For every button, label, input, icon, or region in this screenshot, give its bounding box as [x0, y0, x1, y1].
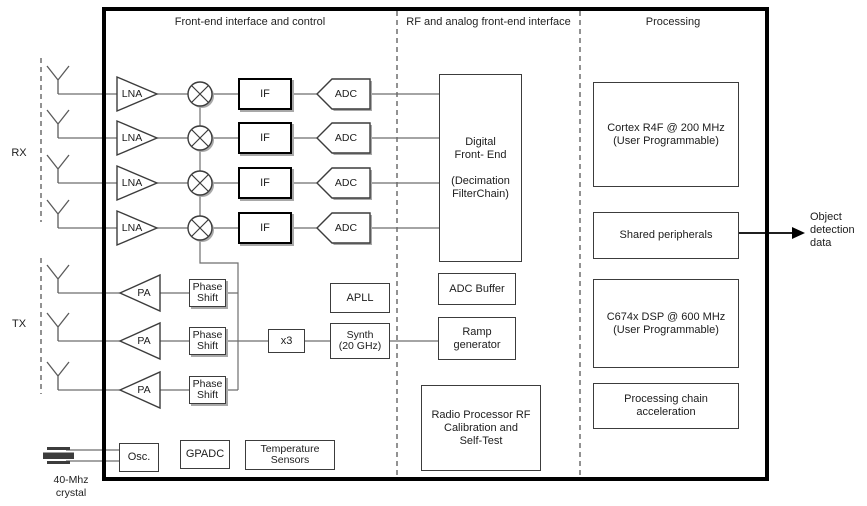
pa-label-2: PA [137, 335, 151, 347]
adc-label-3: ADC [334, 177, 358, 189]
c674x-dsp-block: C674x DSP @ 600 MHz (User Programmable) [593, 279, 739, 368]
tx-antenna-icons [46, 264, 70, 390]
phase-shift-block-2: Phase Shift [189, 327, 226, 355]
lna-label-1: LNA [121, 88, 143, 100]
rx-label: RX [11, 147, 27, 159]
radio-processor-block: Radio Processor RF Calibration and Self-… [421, 385, 541, 471]
rx-row-wires [58, 93, 439, 229]
adc-label-2: ADC [334, 132, 358, 144]
section-header-processing: Processing [645, 16, 701, 28]
pa-label-1: PA [137, 287, 151, 299]
if-block-1: IF [238, 78, 292, 110]
digital-front-end-block: Digital Front- End (Decimation FilterCha… [439, 74, 522, 262]
crystal-label: 40-Mhz crystal [53, 474, 89, 499]
adc-label-1: ADC [334, 88, 358, 100]
lna-label-3: LNA [121, 177, 143, 189]
if-block-4: IF [238, 212, 292, 244]
pa-amp-icons [118, 273, 161, 410]
crystal-icon [43, 447, 119, 464]
adc-buffer-block: ADC Buffer [438, 273, 516, 305]
ramp-generator-block: Ramp generator [438, 317, 516, 360]
tx-row-wires [58, 292, 189, 391]
if-block-2: IF [238, 122, 292, 154]
shared-peripherals-block: Shared peripherals [593, 212, 739, 259]
osc-block: Osc. [119, 443, 159, 472]
phase-shift-output-wires [226, 292, 268, 391]
section-header-front-end: Front-end interface and control [174, 16, 326, 28]
x3-multiplier-block: x3 [268, 329, 305, 353]
object-detection-data-label: Object detection data [810, 211, 855, 249]
lna-label-2: LNA [121, 132, 143, 144]
tx-label: TX [11, 318, 27, 330]
rx-antenna-icons [46, 65, 70, 228]
phase-shift-block-3: Phase Shift [189, 376, 226, 404]
lna-amp-icons [116, 75, 159, 247]
mixer-icons [187, 81, 214, 242]
output-arrow [739, 227, 805, 239]
temperature-sensors-block: Temperature Sensors [245, 440, 335, 470]
synth-block: Synth (20 GHz) [330, 323, 390, 359]
phase-shift-block-1: Phase Shift [189, 279, 226, 307]
if-block-3: IF [238, 167, 292, 199]
adc-label-4: ADC [334, 222, 358, 234]
apll-block: APLL [330, 283, 390, 313]
cortex-r4f-block: Cortex R4F @ 200 MHz (User Programmable) [593, 82, 739, 187]
section-header-rf-analog: RF and analog front-end interface [406, 16, 571, 28]
processing-chain-accel-block: Processing chain acceleration [593, 383, 739, 429]
adc-icons [316, 78, 372, 245]
pa-label-3: PA [137, 384, 151, 396]
lna-label-4: LNA [121, 222, 143, 234]
gpadc-block: GPADC [180, 440, 230, 469]
